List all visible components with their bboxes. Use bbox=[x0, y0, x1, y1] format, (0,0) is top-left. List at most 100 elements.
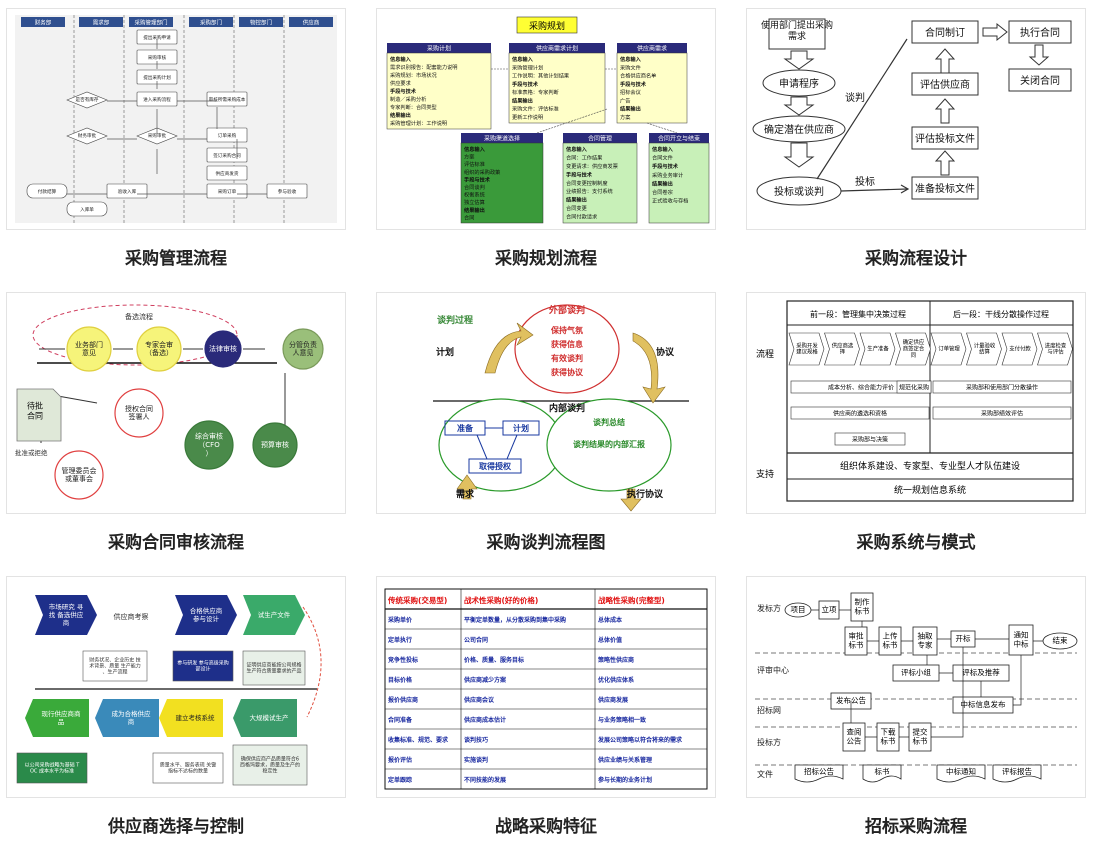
lane-header bbox=[79, 17, 123, 27]
panel-line: 手段与技术 bbox=[566, 170, 593, 178]
flow-node bbox=[106, 183, 148, 199]
tender-node-label: 通知 bbox=[1014, 630, 1029, 640]
panel-line: 合同付款请求 bbox=[566, 213, 598, 221]
process-box-label: 投标或谈判 bbox=[774, 185, 824, 198]
panel-header bbox=[563, 133, 637, 143]
stage-note-label: 西格玛要求，质量及生产的 bbox=[240, 762, 300, 769]
node-label: 分管负责 bbox=[289, 340, 317, 349]
process-step bbox=[1037, 332, 1073, 366]
activity-bar-label: 采购部和使用部门分散操作 bbox=[966, 384, 1038, 392]
external-item: 获得信息 bbox=[550, 339, 583, 349]
lane-header bbox=[21, 17, 65, 27]
stage-label: 供应商考察 bbox=[114, 612, 149, 621]
caption-contract-review-flow[interactable]: 采购合同审核流程 bbox=[108, 533, 244, 553]
flow-node-label: 进入采购流程 bbox=[143, 96, 171, 103]
approve-reject-label: 批准或拒绝 bbox=[15, 448, 48, 457]
planning-title: 采购规划 bbox=[529, 20, 565, 32]
negotiation-label: 谈判过程 bbox=[437, 314, 473, 326]
stage-note-label: 财务状况、企业历史 技 bbox=[89, 657, 141, 664]
process-box-label: 执行合同 bbox=[1020, 26, 1060, 39]
table-strategic-purchase: 传统采购(交易型)战术性采购(好的价格)战略性采购(完整型)采购单价平衡定单数量… bbox=[384, 588, 708, 790]
thumbnail-purchase-system-mode[interactable]: 前一段：管理集中决策过程后一段：干线分散操作过程流程支持采购开发建议规格供应商选… bbox=[746, 292, 1086, 514]
table-cell: 实施谈判 bbox=[464, 756, 488, 764]
stage-note bbox=[172, 650, 234, 682]
lane-header-label: 物控部门 bbox=[250, 19, 272, 27]
node-label: 待批 bbox=[27, 401, 43, 411]
table-header: 战略性采购(完整型) bbox=[598, 595, 665, 605]
panel-line: 更新工作说明 bbox=[512, 113, 543, 121]
table-cell: 供应业绩与关系管理 bbox=[597, 756, 652, 764]
panel-line: 结果输出 bbox=[390, 111, 411, 119]
caption-purchase-planning-flow[interactable]: 采购规划流程 bbox=[495, 249, 597, 269]
flowchart-purchase-management: 财务部需求部采购管理部门采购部门物控部门供应商 提出采购申请采购审核提出采购计划… bbox=[15, 15, 337, 223]
thumbnail-tender-purchase-flow[interactable]: 发标方评审中心招标网投标方文件项目立项制作标书审批标书上传标书抽取专家开标通知中… bbox=[746, 576, 1086, 798]
activity-bar-label: 供应商的遴选和资格 bbox=[833, 410, 887, 418]
document-label: 招标公告 bbox=[804, 766, 834, 776]
process-step bbox=[788, 332, 825, 366]
thumbnail-contract-review-flow[interactable]: 业务部门意见专家会审（备选）法律审核分管负责人意见待批合同授权合同签署人综合审核… bbox=[6, 292, 346, 514]
thumbnail-strategic-purchase-features[interactable]: 传统采购(交易型)战术性采购(好的价格)战略性采购(完整型)采购单价平衡定单数量… bbox=[376, 576, 716, 798]
panel-body bbox=[562, 142, 638, 224]
thumbnail-negotiation-flow[interactable]: 谈判过程外部谈判计划协议内部谈判需求执行协议保持气氛获得信息有效谈判获得协议准备… bbox=[376, 292, 716, 514]
stage-arrow-label: 找 备选供应 bbox=[49, 610, 84, 619]
caption-strategic-purchase-features[interactable]: 战略采购特征 bbox=[495, 817, 597, 837]
process-step bbox=[1001, 332, 1038, 366]
thumbnail-purchase-planning-flow[interactable]: 采购规划 采购计划信息输入需求识别报告：配套能力说明采购规划：市场状况供应要求手… bbox=[376, 8, 716, 230]
panel-line: 信息输入 bbox=[512, 55, 534, 63]
process-step bbox=[930, 332, 967, 366]
process-step-label: 结算 bbox=[979, 348, 990, 356]
caption-supplier-selection-control[interactable]: 供应商选择与控制 bbox=[108, 817, 244, 837]
activity-bar bbox=[790, 406, 930, 420]
panel-line: 标准表格：专家判断 bbox=[512, 88, 559, 96]
table-cell: 合同准备 bbox=[388, 716, 413, 724]
flowchart-tender-purchase: 发标方评审中心招标网投标方文件项目立项制作标书审批标书上传标书抽取专家开标通知中… bbox=[755, 592, 1078, 783]
node-label: 意见 bbox=[82, 348, 96, 357]
tender-node-label: 标书 bbox=[881, 736, 896, 746]
caption-purchase-process-design[interactable]: 采购流程设计 bbox=[865, 249, 967, 269]
panel-header bbox=[649, 133, 709, 143]
row-label: 流程 bbox=[756, 348, 774, 360]
document-shape bbox=[936, 764, 986, 783]
node-label: 人意见 bbox=[293, 348, 314, 357]
activity-bar bbox=[932, 406, 1072, 420]
process-step-label: 建议规格 bbox=[796, 348, 818, 356]
process-box-label: 评估投标文件 bbox=[915, 132, 975, 145]
caption-tender-purchase-flow[interactable]: 招标采购流程 bbox=[865, 817, 967, 837]
thumbnail-purchase-process-design[interactable]: 使用部门提出采购需求申请程序确定潜在供应商投标或谈判合同制订执行合同关闭合同评估… bbox=[746, 8, 1086, 230]
table-header: 传统采购(交易型) bbox=[387, 595, 447, 605]
table-cell: 价格、质量、服务目标 bbox=[464, 656, 524, 664]
process-step-label: 同 bbox=[911, 352, 916, 359]
table-cell: 竞争性投标 bbox=[387, 656, 418, 664]
node-label: 综合审核 bbox=[195, 432, 223, 441]
thumbnail-supplier-selection-control[interactable]: 市场研究 寻找 备选供应商供应商考察合格供应商 参与设计试生产文件财务状况、企业… bbox=[6, 576, 346, 798]
lane-header-label: 供应商 bbox=[303, 19, 320, 27]
stage-arrow bbox=[25, 699, 89, 737]
stage-note-label: OC 成本水平为标准 bbox=[30, 768, 74, 775]
panel-line: 结果输出 bbox=[620, 105, 641, 113]
process-step-label: 与评估 bbox=[1047, 348, 1064, 356]
document-label: 评标报告 bbox=[1002, 766, 1032, 776]
caption-purchase-management-flow[interactable]: 采购管理流程 bbox=[125, 249, 227, 269]
review-node bbox=[136, 326, 182, 372]
tender-node-label: 中标 bbox=[1014, 639, 1030, 649]
stage-note-label: 稳定性 bbox=[262, 768, 277, 775]
process-box-label: 使用部门提出采购 bbox=[761, 19, 833, 31]
thumbnail-purchase-management-flow[interactable]: 财务部需求部采购管理部门采购部门物控部门供应商 提出采购申请采购审核提出采购计划… bbox=[6, 8, 346, 230]
panel-body bbox=[508, 52, 606, 124]
panel-body bbox=[386, 52, 492, 130]
flow-node bbox=[66, 91, 108, 109]
stage-note-label: 质量水平、服务表现 关键 bbox=[160, 762, 217, 769]
support-line: 组织体系建设、专家型、专业型人才队伍建设 bbox=[840, 460, 1020, 472]
caption-purchase-system-mode[interactable]: 采购系统与模式 bbox=[856, 533, 976, 553]
lane-header bbox=[129, 17, 173, 27]
table-cell: 供应商发展 bbox=[597, 696, 628, 704]
stage-note-label: 术背景、质量 生产能力 bbox=[89, 663, 141, 670]
node-label: 专家会审 bbox=[145, 340, 173, 349]
tender-node-label: 上传 bbox=[883, 631, 898, 641]
caption-negotiation-flow[interactable]: 采购谈判流程图 bbox=[486, 533, 606, 553]
internal-item: 谈判结果的内部汇报 bbox=[573, 439, 645, 449]
panel-line: 供应要求 bbox=[390, 79, 412, 87]
panel-line: 权衡系统 bbox=[464, 191, 485, 199]
table-cell: 总体价值 bbox=[598, 636, 622, 644]
stage-note bbox=[16, 752, 88, 784]
